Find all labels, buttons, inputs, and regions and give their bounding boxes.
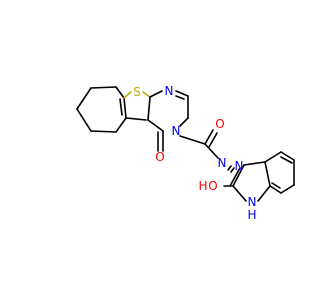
bond [232, 164, 245, 187]
bond [123, 91, 132, 99]
atom-oxygen-amide: O [215, 117, 224, 131]
bond [175, 95, 185, 100]
bond [123, 97, 127, 119]
atom-nitrogen-pyrimidine: N [165, 84, 174, 98]
atom-sulfur: S [133, 85, 141, 99]
bond [76, 87, 92, 110]
bond [179, 117, 189, 127]
bond [175, 90, 189, 97]
bond [264, 161, 271, 187]
bond [227, 165, 232, 171]
bond [232, 185, 247, 202]
bond [264, 151, 282, 163]
bond [149, 90, 163, 98]
bond [147, 96, 151, 121]
bond [90, 86, 117, 89]
bond [115, 117, 127, 133]
bond [76, 108, 92, 132]
bond [269, 185, 282, 194]
bond [257, 185, 271, 202]
atom-oxygen-keto: O [155, 150, 164, 164]
atom-nitrogen-azo-2: N [235, 159, 244, 173]
atom-nitrogen-indole: N [248, 195, 257, 209]
bond [230, 167, 235, 173]
bond [243, 161, 266, 166]
bond [204, 143, 219, 159]
bonds [76, 86, 295, 202]
atom-hydrogen-hydroxy: H [198, 179, 207, 193]
atom-hydrogen-indole: H [247, 208, 256, 222]
atom-oxygen-hydroxy: O [208, 179, 217, 193]
molecule-diagram: S N N O O N N O H N H [76, 84, 295, 222]
bond [208, 132, 218, 148]
bond [115, 86, 125, 99]
bond [271, 182, 281, 189]
bond [280, 156, 293, 164]
bond [142, 91, 151, 98]
bond [125, 117, 147, 121]
bond [147, 119, 164, 132]
bond [204, 129, 214, 145]
bond [280, 184, 295, 194]
molecule-svg: S N N O O N N O H N H [76, 84, 295, 222]
bond [119, 98, 123, 116]
atom-nitrogen-azo-1: N [218, 156, 227, 170]
atom-nitrogen-ring: N [172, 124, 181, 138]
bond [90, 130, 117, 133]
bond [229, 167, 241, 187]
atom-labels: S N N O O N N O H N H [133, 84, 256, 222]
bond [179, 135, 206, 145]
bond [280, 151, 295, 161]
